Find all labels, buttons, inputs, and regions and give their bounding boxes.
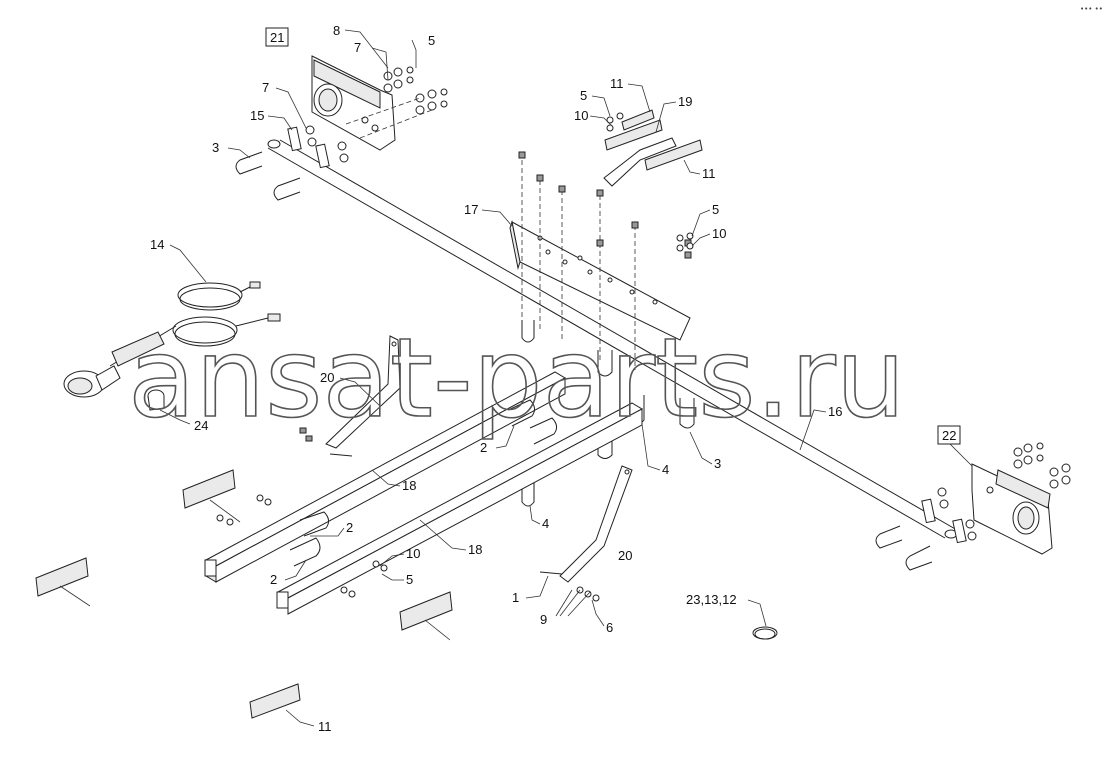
label-15: 15 [250, 108, 264, 123]
label-18: 18 [402, 478, 416, 493]
label-5b: 5 [406, 572, 413, 587]
label-10: 10 [406, 546, 420, 561]
label-7: 7 [354, 40, 361, 55]
center-fasteners [518, 151, 692, 259]
left-lamp-bracket-21 [287, 55, 396, 169]
corner-mark: ••• ••• [1080, 5, 1103, 13]
label-3: 3 [212, 140, 219, 155]
center-plate-17 [509, 160, 691, 370]
label-8: 8 [333, 23, 340, 38]
right-washers [937, 442, 1071, 541]
label-11: 11 [610, 76, 624, 91]
wire-coil-23 [752, 626, 778, 640]
right-lamp-bracket-22 [921, 463, 1053, 555]
label-9: 9 [540, 612, 547, 627]
right-center-fasteners [676, 232, 694, 252]
svg-text:22: 22 [942, 428, 956, 443]
label-5c: 5 [580, 88, 587, 103]
label-11b: 11 [702, 166, 716, 181]
cable-14 [63, 281, 281, 398]
label-2c: 2 [270, 572, 277, 587]
label-20b: 20 [618, 548, 632, 563]
watermark: ansat-parts.ru [128, 314, 905, 442]
label-2b: 2 [346, 520, 353, 535]
left-washers [305, 66, 448, 163]
plug-cap-24 [147, 389, 165, 411]
label-7b: 7 [262, 80, 269, 95]
brace-20-left [299, 335, 401, 457]
label-2: 2 [480, 440, 487, 455]
left-u-bolts-3 [235, 151, 301, 201]
label-20: 20 [320, 370, 334, 385]
center-u-bolts [521, 320, 695, 507]
label-19: 19 [678, 94, 692, 109]
main-tube-16 [267, 139, 958, 539]
label-10b: 10 [574, 108, 588, 123]
label-10c: 10 [712, 226, 726, 241]
right-u-bolts-3 [875, 525, 933, 571]
label-18b: 18 [468, 542, 482, 557]
label-17: 17 [464, 202, 478, 217]
bracket-19 [603, 109, 703, 187]
stickers [35, 469, 453, 719]
label-23-13-12: 23,13,12 [686, 592, 737, 607]
label-5: 5 [428, 33, 435, 48]
bottom-u-bolts-2 [216, 399, 558, 598]
boxed-label-22: 22 [937, 425, 961, 445]
label-5d: 5 [712, 202, 719, 217]
label-4: 4 [662, 462, 669, 477]
brace-20-right [539, 465, 633, 602]
label-16: 16 [828, 404, 842, 419]
boxed-label-21: 21 [265, 27, 289, 47]
square-tube-18-left [204, 371, 567, 583]
label-6: 6 [606, 620, 613, 635]
svg-text:21: 21 [270, 30, 284, 45]
leader-lines [159, 29, 973, 727]
label-3b: 3 [714, 456, 721, 471]
label-24: 24 [194, 418, 208, 433]
label-4b: 4 [542, 516, 549, 531]
label-14: 14 [150, 237, 164, 252]
label-11c: 11 [318, 719, 332, 734]
label-1: 1 [512, 590, 519, 605]
